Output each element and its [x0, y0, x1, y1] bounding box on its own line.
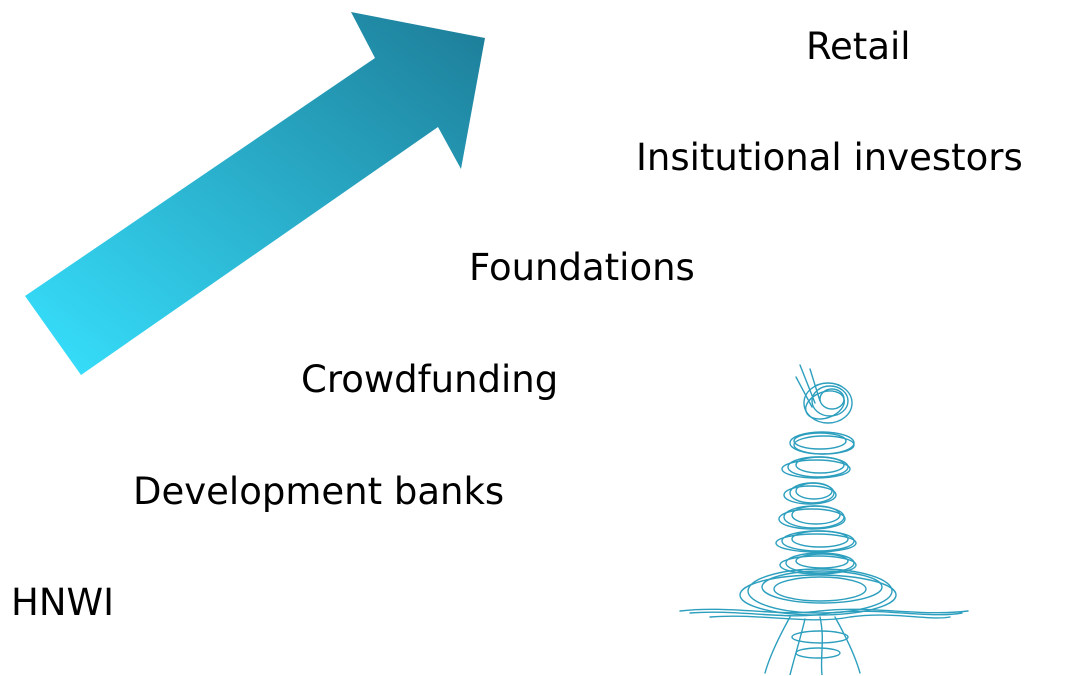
step-label-development-banks: Development banks: [133, 470, 505, 513]
stacked-stones-sketch-icon: [679, 364, 969, 675]
step-label-hnwi: HNWI: [11, 581, 114, 624]
step-label-retail: Retail: [806, 25, 911, 68]
step-label-foundations: Foundations: [469, 246, 695, 289]
step-label-crowdfunding: Crowdfunding: [301, 358, 559, 401]
step-label-institutional-investors: Insitutional investors: [636, 136, 1023, 179]
upward-arrow-icon: [25, 12, 485, 375]
